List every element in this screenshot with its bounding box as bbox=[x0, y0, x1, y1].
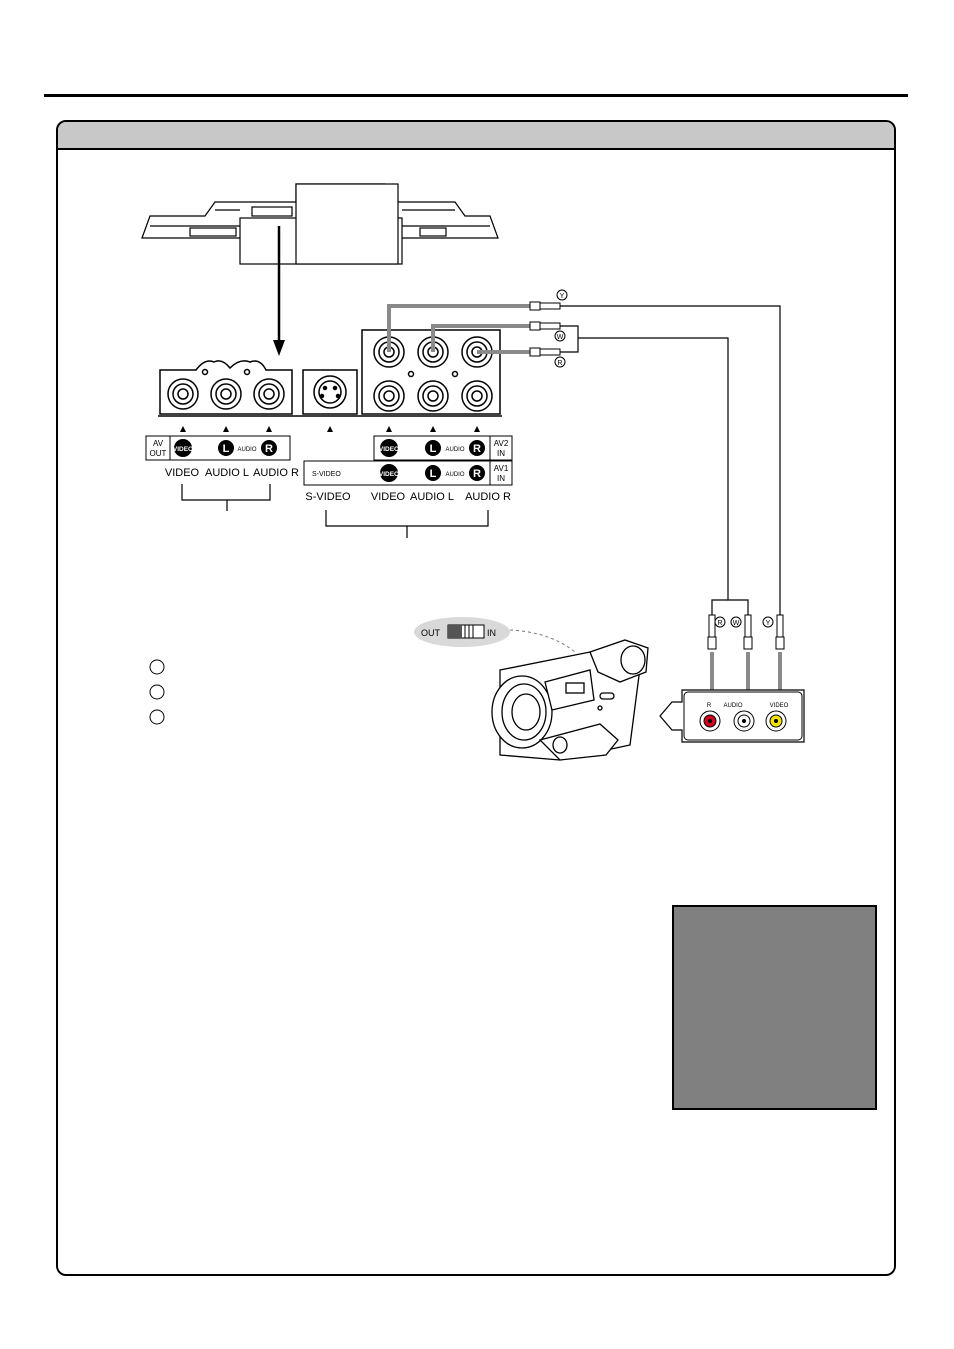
audio-small-label: AUDIO bbox=[237, 447, 256, 453]
cable-w-marker: W bbox=[733, 620, 740, 627]
cable-plugs bbox=[529, 301, 561, 357]
camcorder-r-label: R bbox=[707, 703, 712, 709]
cable-markers-bottom: R W Y bbox=[714, 616, 774, 628]
av-in-jack-block bbox=[361, 329, 501, 415]
cable-y-marker: Y bbox=[560, 293, 565, 300]
av-out-line2: OUT bbox=[150, 449, 167, 458]
av-out-jack-block bbox=[159, 360, 293, 415]
input-cables bbox=[387, 304, 530, 354]
section-title-bar bbox=[58, 122, 894, 150]
av-out-line1: AV bbox=[153, 439, 164, 448]
camcorder bbox=[491, 639, 649, 761]
l-badge: L bbox=[223, 443, 230, 455]
camcorder-audio-label: AUDIO bbox=[723, 703, 742, 709]
video-badge: VIDEO bbox=[173, 446, 193, 453]
r-badge: R bbox=[265, 443, 273, 455]
camcorder-connector-panel: R AUDIO VIDEO bbox=[659, 689, 805, 743]
out-in-switch: OUT IN bbox=[414, 617, 576, 653]
input-captions: S-VIDEO VIDEO AUDIO L AUDIO R bbox=[305, 491, 511, 503]
av2-in-label-plate: VIDEO L AUDIO R AV2 IN bbox=[373, 435, 513, 461]
camcorder-video-label: VIDEO bbox=[770, 703, 789, 709]
out-audio-l-label: AUDIO L bbox=[205, 467, 249, 479]
indicator-triangles bbox=[180, 426, 480, 432]
output-captions: VIDEO AUDIO L AUDIO R bbox=[165, 467, 299, 479]
out-audio-r-label: AUDIO R bbox=[253, 467, 299, 479]
s-video-jack-block bbox=[302, 369, 358, 415]
av2-in-line1: AV2 bbox=[494, 439, 509, 448]
s-video-small-label: S-VIDEO bbox=[312, 471, 341, 478]
in-s-video-label: S-VIDEO bbox=[305, 491, 351, 503]
out-video-label: VIDEO bbox=[165, 467, 200, 479]
top-rule bbox=[44, 94, 908, 97]
switch-out-label: OUT bbox=[421, 628, 441, 638]
tv-top-view bbox=[141, 183, 499, 265]
cable-w-marker: W bbox=[557, 334, 564, 341]
audio-small-label: AUDIO bbox=[445, 472, 464, 478]
video-badge: VIDEO bbox=[379, 471, 399, 478]
cable-routes bbox=[560, 305, 781, 615]
av1-in-line2: IN bbox=[497, 474, 505, 483]
cable-r-marker: R bbox=[557, 360, 562, 367]
numbered-steps bbox=[149, 659, 165, 725]
r-badge: R bbox=[473, 443, 481, 455]
audio-small-label: AUDIO bbox=[445, 447, 464, 453]
cable-r-marker: R bbox=[717, 620, 722, 627]
in-video-label: VIDEO bbox=[371, 491, 406, 503]
content-frame bbox=[56, 120, 896, 1276]
cable-y-marker: Y bbox=[766, 620, 771, 627]
note-box bbox=[672, 905, 877, 1110]
av1-in-line1: AV1 bbox=[494, 464, 509, 473]
group-brackets bbox=[181, 484, 489, 538]
av-out-label-plate: AV OUT VIDEO L AUDIO R bbox=[145, 435, 291, 461]
in-audio-r-label: AUDIO R bbox=[465, 491, 511, 503]
l-badge: L bbox=[430, 468, 437, 480]
r-badge: R bbox=[473, 468, 481, 480]
camcorder-plugs bbox=[707, 614, 785, 650]
av2-in-line2: IN bbox=[497, 449, 505, 458]
video-badge: VIDEO bbox=[379, 446, 399, 453]
l-badge: L bbox=[430, 443, 437, 455]
in-audio-l-label: AUDIO L bbox=[410, 491, 454, 503]
cable-markers-top: Y W R bbox=[554, 289, 568, 368]
av1-in-label-plate: S-VIDEO VIDEO L AUDIO R AV1 IN bbox=[303, 460, 513, 486]
switch-in-label: IN bbox=[487, 628, 496, 638]
